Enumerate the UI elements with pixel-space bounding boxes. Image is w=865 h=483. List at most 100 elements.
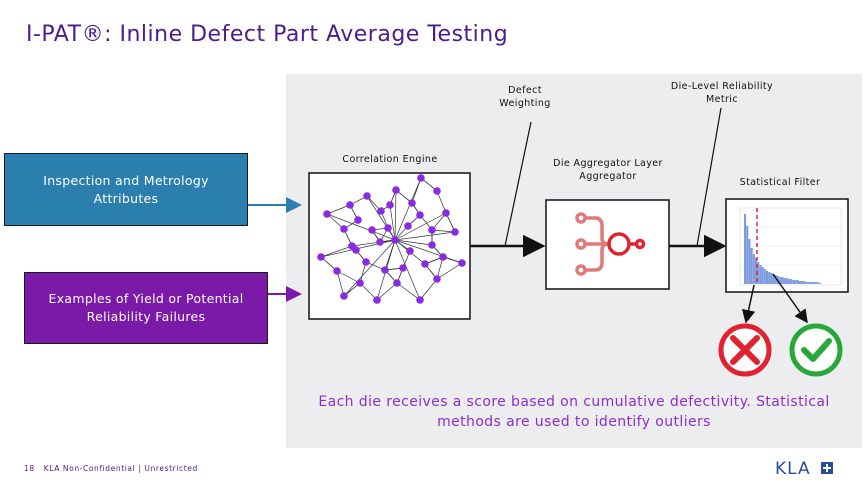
histogram-bar: [761, 267, 764, 284]
histogram-bar: [779, 277, 782, 284]
histogram-bar: [807, 282, 810, 284]
explanation-note: Each die receives a score based on cumul…: [318, 394, 830, 430]
attributes-label: Inspection and Metrology Attributes: [43, 172, 209, 206]
network-node: [406, 247, 414, 255]
histogram-bar: [772, 274, 775, 284]
histogram-bar: [816, 282, 819, 284]
kla-logo-icon: [821, 462, 833, 474]
histogram-bar: [768, 272, 771, 284]
network-node: [323, 210, 331, 218]
network-node: [458, 259, 466, 267]
network-node: [433, 275, 441, 283]
network-node: [433, 187, 441, 195]
defect-weighting-label: Defect Weighting: [499, 85, 551, 109]
network-node: [381, 266, 389, 274]
network-node: [393, 279, 401, 287]
network-node: [404, 222, 412, 230]
histogram-bar: [785, 278, 788, 284]
histogram-bar: [748, 239, 751, 284]
network-edge: [436, 190, 447, 214]
histogram-bar: [812, 282, 815, 284]
network-node: [428, 226, 436, 234]
defect-weighting-line: [504, 121, 532, 247]
histogram-bar: [781, 277, 784, 284]
histogram-bar: [755, 258, 758, 284]
network-node: [399, 264, 407, 272]
network-edge: [419, 278, 438, 301]
attributes-box: Inspection and Metrology Attributes: [4, 153, 248, 226]
histogram-bar: [746, 226, 749, 284]
footer: 18 KLA Non-Confidential | Unrestricted: [24, 464, 198, 473]
network-node: [386, 201, 394, 209]
network-edge: [394, 231, 456, 241]
page-title: I-PAT®: Inline Defect Part Average Testi…: [26, 22, 509, 47]
statistical-filter-label: Statistical Filter: [739, 177, 821, 188]
histogram-bar: [790, 279, 793, 284]
network-edge: [384, 239, 396, 271]
failures-label: Examples of Yield or Potential Reliabili…: [48, 291, 244, 324]
network-node: [421, 260, 429, 268]
histogram-bar: [770, 273, 773, 284]
histogram-bar: [805, 282, 808, 284]
histogram-bar: [774, 275, 777, 284]
network-edge: [326, 204, 351, 215]
histogram-bar: [803, 281, 806, 284]
network-edge: [336, 270, 361, 284]
histogram-bar: [744, 214, 747, 284]
kla-logo: KLA: [775, 459, 811, 479]
network-node: [368, 226, 376, 234]
histogram-bar: [766, 271, 769, 284]
network-edge: [396, 282, 421, 301]
histogram-bar: [757, 262, 760, 284]
network-node: [384, 224, 392, 232]
accept-check-icon: [789, 323, 843, 377]
histogram-bar: [759, 265, 762, 284]
network-graph-icon: [317, 174, 466, 304]
network-edge: [411, 177, 422, 204]
network-edge: [336, 270, 345, 297]
histogram-bar: [788, 279, 791, 284]
reject-x-icon: [718, 323, 772, 377]
network-node: [340, 225, 348, 233]
network-node: [442, 209, 450, 217]
network-edge: [343, 239, 396, 297]
network-node: [362, 258, 370, 266]
histogram-bar: [794, 280, 797, 284]
network-edge: [320, 245, 353, 258]
histogram-bar: [818, 283, 821, 284]
network-node: [391, 236, 399, 244]
network-node: [373, 296, 381, 304]
accept-arrow: [772, 273, 808, 324]
network-node: [340, 292, 348, 300]
reject-arrow: [741, 284, 756, 324]
correlation-engine-label: Correlation Engine: [342, 154, 438, 165]
network-edge: [436, 256, 444, 280]
network-node: [363, 192, 371, 200]
network-node: [317, 253, 325, 261]
histogram-icon: [739, 207, 842, 286]
network-edge: [389, 204, 396, 241]
die-level-metric-label: Die-Level Reliability Metric: [670, 81, 774, 105]
network-node: [333, 267, 341, 275]
network-edge: [394, 177, 422, 241]
histogram-bar: [750, 248, 753, 284]
histogram-bar: [763, 269, 766, 284]
aggregator-label: Die Aggregator Layer Aggregator: [553, 158, 663, 182]
histogram-bar: [783, 278, 786, 284]
histogram-bar: [752, 254, 755, 284]
classification-label: KLA Non-Confidential | Unrestricted: [43, 464, 198, 473]
network-node: [439, 253, 447, 261]
network-node: [392, 186, 400, 194]
failures-box: Examples of Yield or Potential Reliabili…: [24, 272, 268, 344]
network-edge: [436, 262, 463, 280]
network-edge: [376, 282, 398, 301]
network-node: [346, 201, 354, 209]
histogram-bar: [792, 280, 795, 284]
network-node: [451, 228, 459, 236]
network-node: [417, 174, 425, 182]
network-node: [352, 246, 360, 254]
network-edge: [359, 282, 378, 301]
network-node: [416, 211, 424, 219]
network-node: [377, 207, 385, 215]
